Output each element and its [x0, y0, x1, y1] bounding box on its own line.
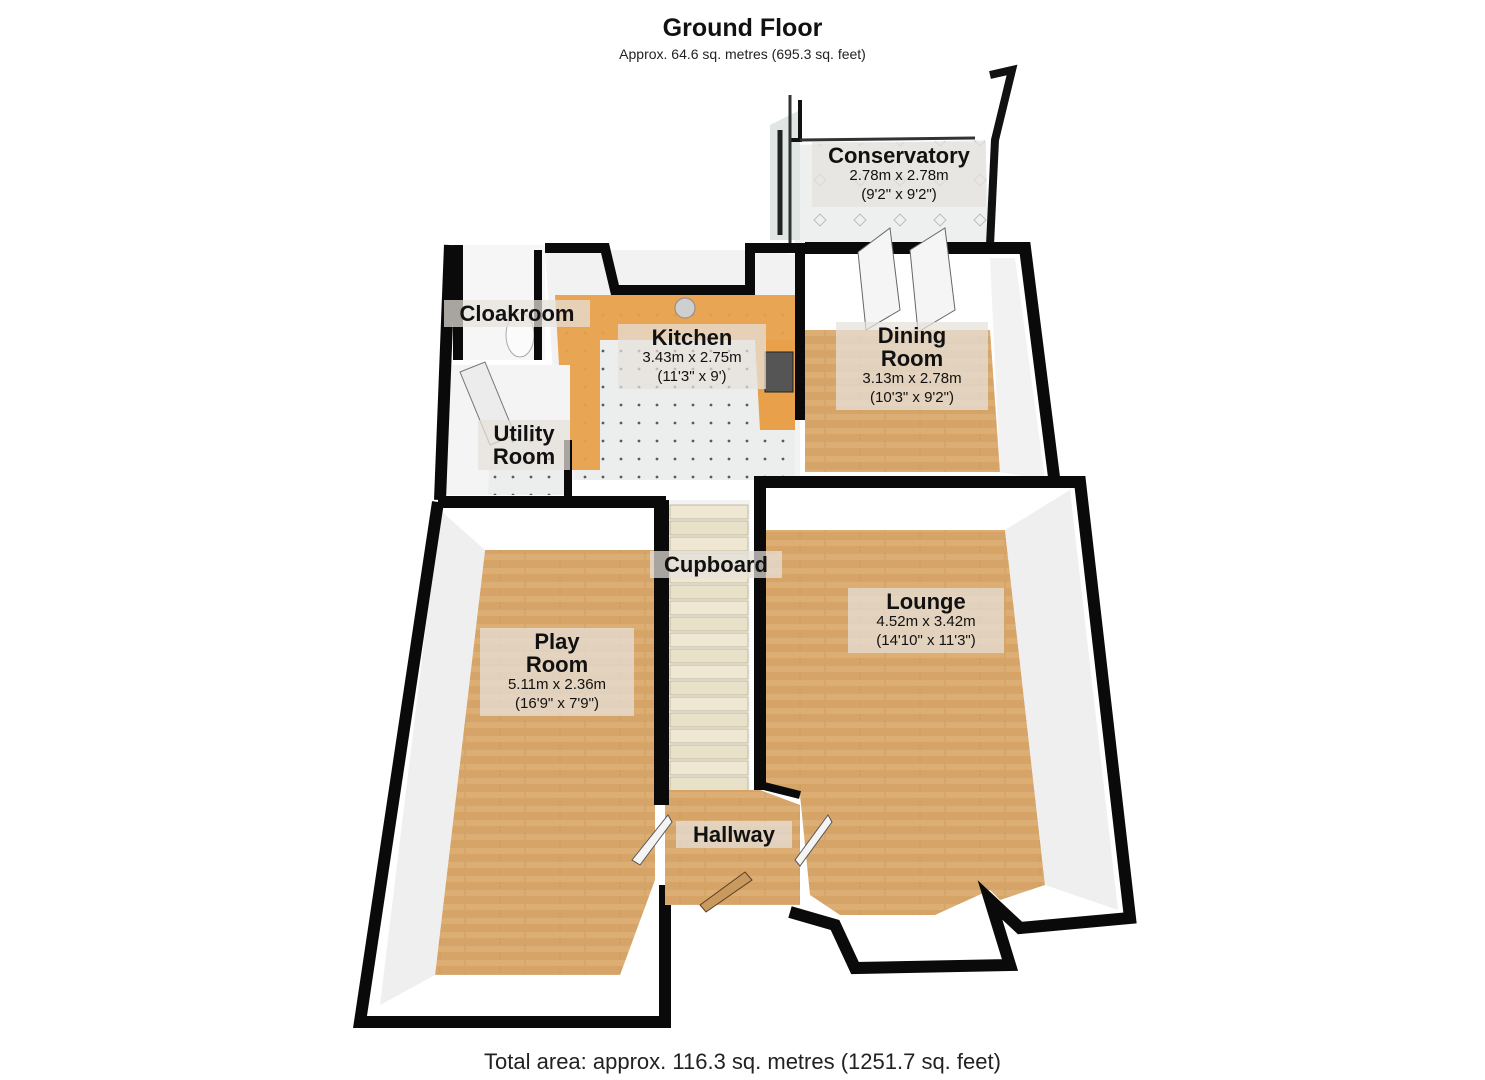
- cloakroom-label: Cloakroom: [444, 300, 590, 328]
- room-imperial: (11'3" x 9'): [657, 367, 727, 385]
- room-metric: 3.13m x 2.78m: [862, 370, 962, 388]
- stair-tread: [669, 680, 749, 696]
- stair-tread: [669, 504, 749, 520]
- stair-tread: [669, 744, 749, 760]
- kitchen-label: Kitchen 3.43m x 2.75m (11'3" x 9'): [618, 324, 766, 389]
- room-name: Lounge: [886, 589, 966, 614]
- lounge: [754, 476, 1137, 975]
- stair-tread: [669, 696, 749, 712]
- room-imperial: (14'10" x 11'3"): [876, 631, 976, 649]
- stair-tread: [669, 760, 749, 776]
- room-metric: 3.43m x 2.75m: [642, 349, 742, 367]
- room-name: Kitchen: [651, 325, 733, 350]
- stair-tread: [669, 520, 749, 536]
- room-metric: 2.78m x 2.78m: [849, 167, 949, 185]
- floor-title: Ground Floor: [662, 14, 823, 42]
- stair-tread: [669, 616, 749, 632]
- room-name-line2: Room: [492, 444, 556, 470]
- stair-tread: [669, 600, 749, 616]
- room-metric: 4.52m x 3.42m: [876, 613, 976, 631]
- room-imperial: (16'9" x 7'9"): [515, 694, 599, 712]
- hallway-label: Hallway: [676, 821, 792, 849]
- stair-tread: [669, 648, 749, 664]
- conservatory-label: Conservatory 2.78m x 2.78m (9'2" x 9'2"): [812, 142, 986, 207]
- cupboard-label: Cupboard: [650, 551, 782, 579]
- floor-area: Approx. 64.6 sq. metres (695.3 sq. feet): [619, 46, 866, 62]
- dining-room-label: Dining Room 3.13m x 2.78m (10'3" x 9'2"): [836, 322, 988, 410]
- room-name: Cloakroom: [459, 301, 575, 326]
- stair-tread: [669, 776, 749, 792]
- room-name-line1: Play: [534, 629, 580, 654]
- lounge-label: Lounge 4.52m x 3.42m (14'10" x 11'3"): [848, 588, 1004, 653]
- stair-tread: [669, 536, 749, 552]
- room-name-line2: Room: [880, 346, 944, 372]
- room-imperial: (10'3" x 9'2"): [870, 388, 954, 406]
- room-name: Conservatory: [828, 143, 970, 168]
- room-name-line1: Utility: [493, 421, 555, 446]
- room-metric: 5.11m x 2.36m: [507, 676, 607, 694]
- room-name: Cupboard: [664, 552, 768, 577]
- stair-tread: [669, 728, 749, 744]
- play-room-label: Play Room 5.11m x 2.36m (16'9" x 7'9"): [480, 628, 634, 716]
- stair-tread: [669, 584, 749, 600]
- total-area: Total area: approx. 116.3 sq. metres (12…: [484, 1049, 1001, 1074]
- stair-tread: [669, 632, 749, 648]
- room-name-line1: Dining: [877, 323, 947, 348]
- play-room: [353, 496, 671, 1028]
- room-name: Hallway: [693, 822, 775, 847]
- room-name-line2: Room: [525, 652, 589, 678]
- stairs: [665, 500, 750, 792]
- stair-tread: [669, 664, 749, 680]
- utility-room-label: Utility Room: [478, 420, 570, 471]
- stair-tread: [669, 712, 749, 728]
- room-imperial: (9'2" x 9'2"): [861, 185, 937, 203]
